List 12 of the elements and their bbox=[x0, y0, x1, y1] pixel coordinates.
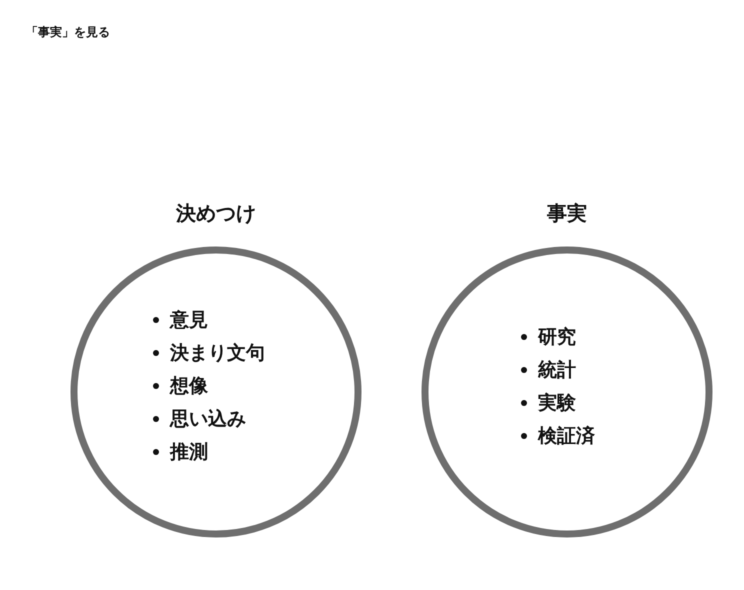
list-item: 研究 bbox=[538, 325, 576, 349]
list-item: 検証済 bbox=[538, 424, 595, 448]
circle-heading: 決めつけ bbox=[176, 200, 256, 226]
circle-heading: 事実 bbox=[547, 200, 587, 226]
list-item: 実験 bbox=[538, 391, 576, 415]
page-title: 「事実」を見る bbox=[26, 24, 110, 41]
list-item: 統計 bbox=[538, 358, 576, 382]
list-item: 推測 bbox=[170, 440, 208, 464]
list-item: 決まり文句 bbox=[170, 341, 265, 365]
list-item: 想像 bbox=[170, 374, 208, 398]
list-item: 意見 bbox=[170, 308, 208, 332]
list-item: 思い込み bbox=[170, 407, 246, 431]
